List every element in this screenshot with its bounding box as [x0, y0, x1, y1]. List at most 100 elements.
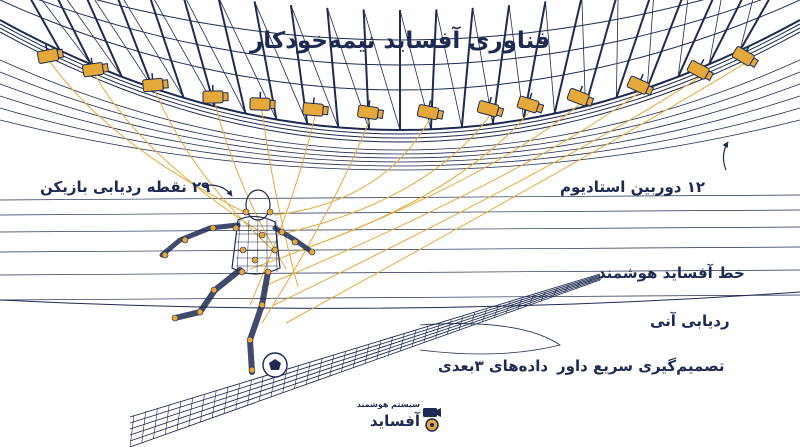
player-leg-right: [246, 269, 271, 375]
roof-beam: [646, 0, 683, 89]
label-fast-referee-decision: تصمیم‌گیری سریع داور: [557, 357, 725, 375]
tracking-point: [210, 286, 218, 294]
net-post: [294, 365, 299, 389]
net-post: [235, 383, 241, 410]
tracking-point: [196, 308, 204, 316]
net-post: [141, 411, 147, 443]
tracking-point: [239, 246, 247, 254]
camera-ray: [285, 114, 491, 234]
field-line: [0, 269, 800, 276]
tracking-point: [238, 268, 246, 276]
field-line: [0, 226, 800, 233]
ball-patch: [269, 359, 281, 370]
stand-tier: [0, 107, 800, 167]
tracking-point: [209, 224, 217, 232]
net-post: [470, 312, 476, 327]
tracking-point: [251, 256, 259, 264]
net-post: [505, 302, 511, 314]
net-post: [587, 277, 593, 285]
net-post: [153, 407, 158, 439]
roof-brace: [123, 0, 184, 99]
net-post: [341, 351, 346, 372]
tracking-point: [264, 268, 272, 276]
arrow-icon: [201, 184, 233, 197]
stand-tier: [0, 95, 800, 163]
logo-name: آفساید: [369, 412, 420, 430]
net-post: [399, 333, 405, 352]
roof-brace: [646, 0, 654, 88]
roof-beam: [553, 0, 583, 114]
tracking-point: [181, 236, 189, 244]
roof-brace: [154, 0, 215, 107]
roof-brace: [254, 1, 308, 125]
logo-subtitle: سیستم هوشمند: [356, 400, 420, 409]
net-post: [164, 404, 170, 435]
stadium-camera-icon: [301, 95, 330, 118]
net-post: [435, 323, 440, 339]
net-post: [329, 355, 335, 377]
net-post: [200, 393, 205, 422]
net-post: [388, 337, 393, 356]
camera-ray: [214, 102, 287, 270]
tracking-point: [246, 336, 254, 344]
player-arm-left: [159, 222, 241, 258]
tracking-point: [161, 251, 169, 259]
roof-brace: [186, 0, 246, 114]
net-post: [411, 330, 417, 347]
net-post: [517, 298, 523, 310]
net-post: [305, 362, 311, 385]
net-post: [176, 400, 182, 431]
net-post: [258, 376, 264, 402]
roof-beam: [739, 0, 770, 52]
camera-ray: [285, 62, 746, 324]
camera-ray: [154, 90, 275, 252]
net-line: [129, 275, 601, 430]
roof-beam: [460, 7, 474, 128]
roof-rim: [0, 27, 800, 139]
tracking-point: [171, 314, 179, 322]
stadium-roof: [0, 0, 800, 143]
mesh-line: [256, 219, 259, 273]
roof-brace: [615, 0, 619, 98]
net-post: [376, 340, 382, 360]
roof-beam: [217, 0, 247, 114]
stadium-camera-icon: [356, 98, 386, 122]
tracking-point: [242, 208, 250, 216]
roof-brace: [66, 0, 123, 78]
roof-beam: [253, 1, 278, 120]
player-head: [245, 189, 271, 221]
roof-beam: [149, 0, 185, 99]
roof-brace: [739, 0, 754, 51]
label-stadium-cameras: ۱۲ دوربین استادیوم: [560, 178, 706, 196]
camera-ray: [249, 115, 316, 306]
label-smart-offside-line: خط آفساید هوشمند: [598, 264, 745, 282]
tracking-point: [258, 301, 266, 309]
net-post: [423, 326, 429, 343]
roof-beam: [57, 0, 92, 65]
roof-brace: [41, 0, 92, 65]
roof-brace: [435, 9, 463, 128]
camera-ray: [94, 75, 263, 234]
net-post: [364, 344, 370, 364]
tracking-point: [308, 248, 316, 256]
net-post: [599, 273, 605, 281]
tracking-point: [266, 208, 274, 216]
stadium-camera-icon: [515, 89, 547, 116]
net-post: [564, 284, 570, 293]
net-line: [129, 274, 601, 424]
camera-ray: [273, 118, 431, 216]
net-post: [458, 316, 464, 331]
roof-beam: [117, 0, 154, 89]
net-post: [552, 287, 558, 297]
arrow-icon: [722, 141, 729, 171]
roof-brace: [545, 1, 555, 114]
roof-brace: [708, 0, 722, 65]
tracking-point: [258, 231, 266, 239]
mesh-line: [236, 219, 241, 273]
net-post: [540, 291, 546, 301]
tracking-point: [278, 228, 286, 236]
tracking-point: [248, 366, 256, 374]
roof-rim: [0, 31, 800, 143]
roof-brace: [290, 5, 339, 128]
